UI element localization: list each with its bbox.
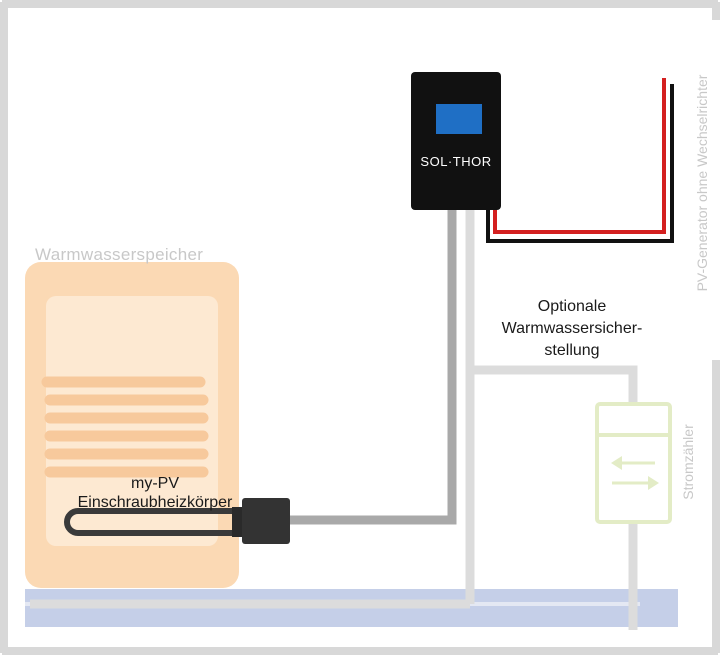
screw-in-heater xyxy=(64,498,290,544)
optional-backup-label-line2: Warmwassersicher- xyxy=(501,320,643,337)
hot-water-tank xyxy=(25,262,239,588)
tank-label: Warmwasserspeicher xyxy=(35,245,204,264)
controller-display xyxy=(436,104,482,134)
pv-cables xyxy=(486,78,674,243)
heater-label-line2: Einschraubheizkörper xyxy=(77,494,233,511)
pv-generator-label: PV-Generator ohne Wechselrichter xyxy=(694,74,710,292)
controller-brand-label: SOL·THOR xyxy=(420,154,492,169)
optional-backup-label-line1: Optionale xyxy=(537,298,607,315)
solthor-controller xyxy=(411,72,501,210)
meter-label: Stromzähler xyxy=(680,424,696,500)
backup-supply-line xyxy=(30,210,638,630)
electricity-meter xyxy=(595,402,672,524)
heater-cable xyxy=(287,210,457,525)
heating-coil xyxy=(41,376,209,478)
bidirectional-arrows-icon xyxy=(611,456,659,490)
heater-label-line1: my-PV xyxy=(131,475,179,492)
optional-backup-label-line3: stellung xyxy=(544,342,600,359)
